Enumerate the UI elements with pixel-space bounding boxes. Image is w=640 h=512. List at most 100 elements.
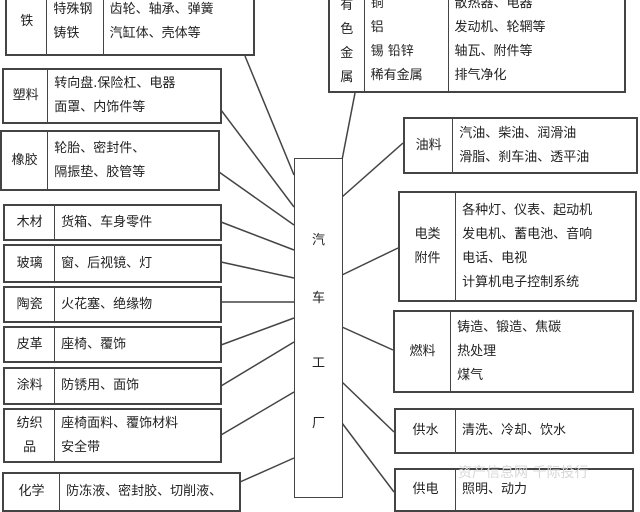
connector-line — [341, 326, 394, 351]
detail-column: 座椅面料、覆饰材料安全带 — [54, 410, 220, 461]
connector-line — [239, 457, 295, 483]
category-label: 电类附件 — [400, 193, 455, 300]
detail-column: 窗、后视镜、灯 — [54, 246, 220, 281]
fuel-box: 燃料铸造、锻造、焦碳热处理煤气 — [393, 310, 634, 393]
text-line: 特殊钢 — [53, 2, 93, 17]
center-char: 厂 — [311, 416, 325, 431]
detail-column: 座椅、覆饰 — [54, 328, 220, 361]
textile-box: 纺织品座椅面料、覆饰材料安全带 — [3, 408, 222, 463]
text-line: 纺织 — [16, 415, 43, 431]
wood-box: 木材货箱、车身零件 — [3, 204, 222, 241]
text-line: 发动机、轮辋等 — [454, 20, 546, 35]
detail-column: 铸造、锻造、焦碳热处理煤气 — [450, 312, 632, 391]
text-line: 铜 — [370, 0, 384, 11]
category-label: 有色金属 — [330, 0, 364, 91]
text-line: 轴瓦、附件等 — [454, 44, 533, 59]
detail-column: 散热器、电器发动机、轮辋等轴瓦、附件等排气净化 — [447, 0, 624, 91]
text-line: 面罩、内饰件等 — [54, 100, 146, 115]
connector-line — [341, 92, 356, 161]
detail-column: 特殊钢铸铁 — [46, 0, 102, 54]
text-line: 玻璃 — [16, 255, 43, 271]
text-line: 汽缸体、壳体等 — [109, 26, 201, 41]
category-label: 燃料 — [395, 312, 450, 391]
text-line: 铸铁 — [53, 26, 80, 41]
plastic-box: 塑料转向盘.保险杠、电器面罩、内饰件等 — [2, 68, 222, 124]
center-char: 汽 — [311, 233, 325, 248]
text-line: 供水 — [412, 423, 439, 438]
text-line: 铁 — [20, 14, 34, 29]
center-char: 车 — [311, 291, 325, 306]
text-line: 座椅面料、覆饰材料 — [61, 415, 179, 431]
connector-line — [220, 341, 295, 387]
category-label: 木材 — [5, 206, 54, 239]
category-label: 铁 — [7, 0, 46, 54]
connector-line — [341, 247, 399, 276]
text-line: 计算机电子控制系统 — [462, 274, 580, 290]
detail-column: 转向盘.保险杠、电器面罩、内饰件等 — [47, 70, 220, 122]
text-line: 燃料 — [409, 343, 436, 359]
connector-line — [220, 221, 295, 251]
text-line: 窗、后视镜、灯 — [61, 255, 153, 271]
text-line: 稀有金属 — [370, 68, 423, 83]
rubber-box: 橡胶轮胎、密封件、隔振垫、胶管等 — [0, 130, 220, 191]
text-line: 有 — [340, 0, 354, 13]
text-line: 陶瓷 — [16, 296, 43, 312]
text-line: 涂料 — [16, 378, 43, 393]
category-label: 皮革 — [5, 328, 54, 361]
water-supply-box: 供水 清洗、冷却、饮水 — [394, 408, 634, 454]
center-char: 工 — [311, 356, 325, 371]
text-line: 品 — [23, 439, 37, 455]
detail-column: 防冻液、密封胶、切削液、 — [59, 474, 239, 510]
connector-line — [218, 171, 295, 226]
detail-column: 照明、动力 — [455, 470, 632, 510]
leather-box: 皮革 座椅、覆饰 — [3, 326, 222, 363]
glass-box: 玻璃 窗、后视镜、灯 — [3, 244, 222, 283]
connector-line — [220, 109, 295, 208]
text-line: 转向盘.保险杠、电器 — [54, 76, 176, 91]
category-label: 供水 — [396, 410, 455, 452]
text-line: 皮革 — [16, 336, 43, 352]
text-line: 安全带 — [61, 439, 101, 455]
category-label: 涂料 — [5, 369, 54, 403]
connector-line — [220, 391, 295, 436]
text-line: 金 — [340, 45, 354, 61]
text-line: 锡 铅锌 — [370, 44, 414, 59]
category-label: 供电 — [396, 470, 455, 510]
text-line: 附件 — [414, 250, 441, 266]
detail-column: 轮胎、密封件、隔振垫、胶管等 — [47, 132, 218, 189]
text-line: 齿轮、轴承、弹簧 — [109, 2, 214, 17]
connector-line — [220, 261, 295, 279]
category-label: 塑料 — [4, 70, 47, 122]
electrical-box: 电类附件各种灯、仪表、起动机发电机、蓄电池、音响电话、电视计算机电子控制系统 — [398, 191, 637, 302]
text-line: 照明、动力 — [462, 482, 528, 497]
text-line: 滑脂、刹车油、透平油 — [459, 149, 590, 165]
connector-line — [341, 381, 395, 433]
detail-column: 防锈用、面饰 — [54, 369, 220, 403]
text-line: 木材 — [16, 214, 43, 230]
text-line: 塑料 — [12, 88, 39, 103]
detail-column: 铜铝锡 铅锌稀有金属 — [363, 0, 448, 91]
connector-line — [244, 55, 295, 176]
text-line: 供电 — [412, 482, 439, 497]
text-line: 座椅、覆饰 — [61, 336, 127, 352]
text-line: 隔振垫、胶管等 — [54, 164, 146, 180]
detail-column: 汽油、柴油、润滑油滑脂、刹车油、透平油 — [452, 119, 636, 172]
oil-box: 油料汽油、柴油、润滑油滑脂、刹车油、透平油 — [403, 117, 638, 174]
text-line: 煤气 — [457, 367, 484, 383]
detail-column: 火花塞、绝缘物 — [54, 288, 220, 321]
text-line: 热处理 — [457, 343, 497, 359]
category-label: 纺织品 — [5, 410, 54, 461]
text-line: 汽油、柴油、润滑油 — [459, 125, 577, 141]
text-line: 铸造、锻造、焦碳 — [457, 319, 562, 335]
nonferrous-metal-box: 有色金属铜铝锡 铅锌稀有金属散热器、电器发动机、轮辋等轴瓦、附件等排气净化 — [328, 0, 626, 93]
text-line: 防冻液、密封胶、切削液、 — [66, 484, 223, 499]
category-label: 陶瓷 — [5, 288, 54, 321]
text-line: 电话、电视 — [462, 250, 528, 266]
watermark: 资产信息网 千际投行 — [458, 465, 589, 481]
text-line: 属 — [340, 69, 354, 85]
detail-column: 清洗、冷却、饮水 — [455, 410, 632, 452]
category-label: 化学 — [4, 474, 59, 510]
ceramic-box: 陶瓷火花塞、绝缘物 — [3, 286, 222, 323]
category-label: 油料 — [405, 119, 452, 172]
